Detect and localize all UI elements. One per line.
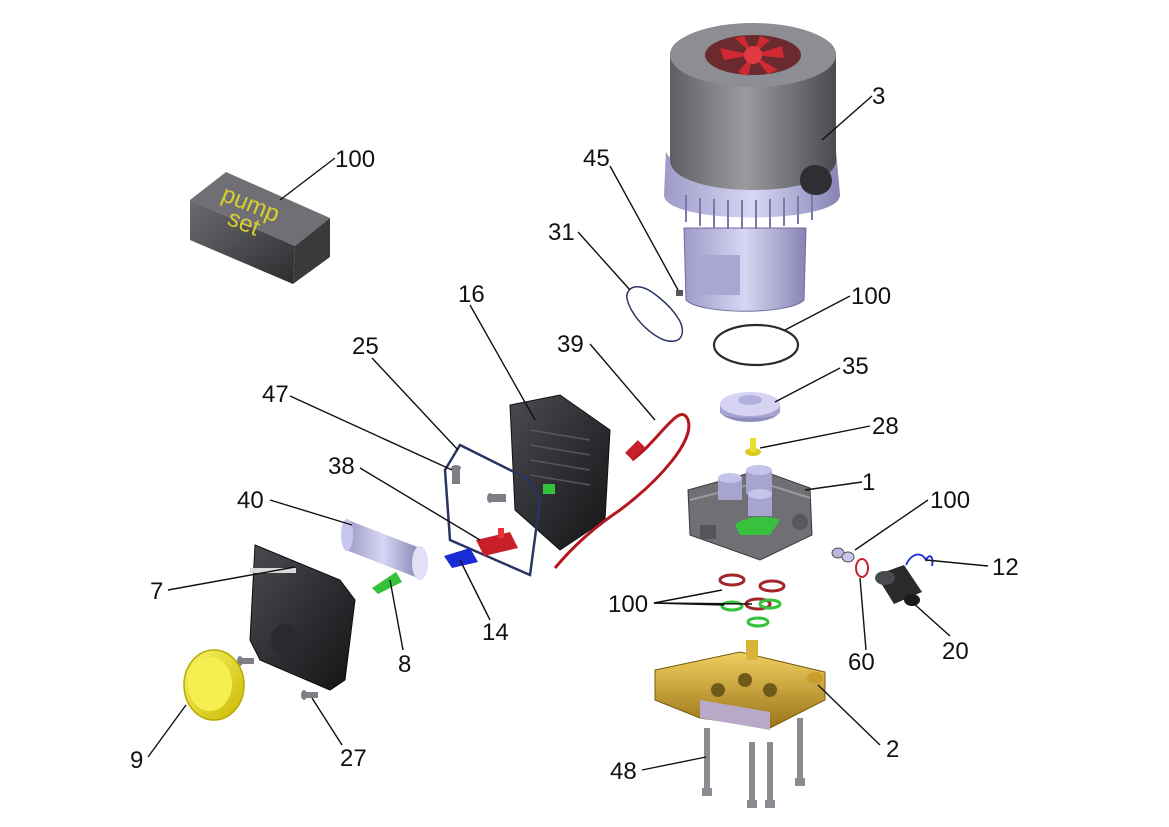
label-pump-set: 100 <box>335 146 375 173</box>
valve-28 <box>745 438 761 456</box>
label-48: 48 <box>610 758 637 785</box>
label-28: 28 <box>872 413 899 440</box>
switch-box-7 <box>249 544 356 691</box>
fitting-100-right <box>831 547 855 563</box>
cap-35 <box>720 392 780 422</box>
label-60: 60 <box>848 649 875 676</box>
label-40: 40 <box>237 487 264 514</box>
part-labels: 100 3 45 31 100 16 39 25 47 35 28 38 1 4… <box>130 83 1019 785</box>
label-9: 9 <box>130 747 143 774</box>
label-25: 25 <box>352 333 379 360</box>
terminal-14 <box>444 548 478 568</box>
label-100-right: 100 <box>930 487 970 514</box>
label-12: 12 <box>992 554 1019 581</box>
hose-connector-20 <box>875 565 922 606</box>
connector-38 <box>476 528 518 556</box>
label-20: 20 <box>942 638 969 665</box>
o-ring-top <box>712 323 800 367</box>
brass-manifold-2 <box>654 640 826 730</box>
label-100-oring: 100 <box>851 283 891 310</box>
label-39: 39 <box>557 331 584 358</box>
bolts-48 <box>702 718 805 808</box>
leader-lines <box>147 95 989 771</box>
seal-loop-31 <box>626 286 684 343</box>
label-47: 47 <box>262 381 289 408</box>
label-45: 45 <box>583 145 610 172</box>
label-100-left: 100 <box>608 591 648 618</box>
pump-set-box: pump set <box>190 172 330 284</box>
pump-head-1 <box>687 465 813 561</box>
label-7: 7 <box>150 578 163 605</box>
label-1: 1 <box>862 469 875 496</box>
label-27: 27 <box>340 745 367 772</box>
seal-rings-left <box>718 573 786 628</box>
label-3: 3 <box>872 83 885 110</box>
label-16: 16 <box>458 281 485 308</box>
screws-47 <box>451 465 506 503</box>
housing-16 <box>509 394 611 551</box>
motor <box>664 23 840 312</box>
clip-8 <box>372 572 402 594</box>
capacitor-40 <box>341 519 428 580</box>
label-35: 35 <box>842 353 869 380</box>
label-8: 8 <box>398 651 411 678</box>
label-14: 14 <box>482 619 509 646</box>
label-31: 31 <box>548 219 575 246</box>
label-2: 2 <box>886 736 899 763</box>
cable-39 <box>553 413 691 569</box>
screws-27 <box>237 656 318 700</box>
seal-frame-25 <box>443 443 542 577</box>
pin-45 <box>676 290 683 296</box>
cap-9 <box>183 649 245 721</box>
o-ring-60 <box>855 558 869 578</box>
label-38: 38 <box>328 453 355 480</box>
